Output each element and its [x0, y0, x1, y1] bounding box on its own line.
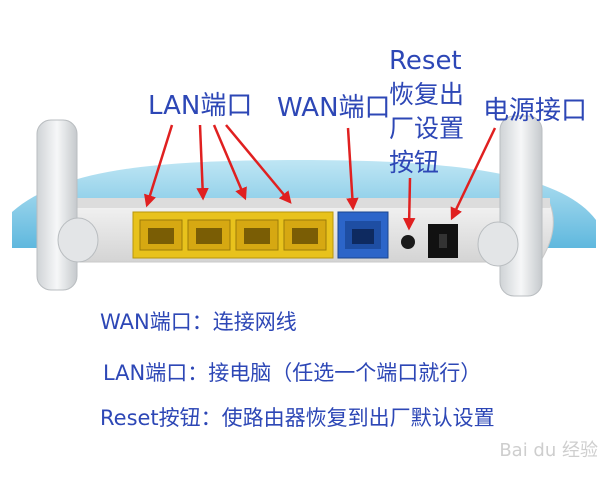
lan-port-2-icon [187, 219, 231, 251]
wan-port-icon [337, 211, 389, 259]
lan-port-1-icon [139, 219, 183, 251]
reset-description: Reset按钮：使路由器恢复到出厂默认设置 [100, 406, 495, 430]
reset-label-line-1: 恢复出 [389, 80, 465, 109]
arrow-to-power [450, 127, 497, 221]
reset-label-line-3: 按钮 [389, 148, 440, 177]
wan-port-label: WAN端口 [277, 93, 391, 123]
arrow-to-lan-2 [196, 124, 209, 201]
right-antenna-icon [477, 115, 543, 297]
arrow-to-wan [346, 127, 359, 211]
watermark-logo: Bai du 经验 [499, 440, 598, 461]
lan-description: LAN端口：接电脑（任选一个端口就行） [103, 361, 482, 385]
reset-button-icon [401, 235, 415, 249]
arrow-to-lan-1 [144, 124, 174, 208]
lan-port-4-icon [283, 219, 327, 251]
power-jack-icon [428, 224, 458, 258]
reset-title-label: Reset [389, 46, 462, 76]
lan-ports [132, 211, 334, 259]
wan-description: WAN端口：连接网线 [100, 310, 297, 334]
lan-port-3-icon [235, 219, 279, 251]
reset-label-line-2: 厂设置 [389, 114, 465, 143]
annotation-arrows [144, 124, 497, 231]
arrow-to-lan-3 [212, 124, 247, 201]
left-antenna-icon [36, 119, 99, 291]
arrow-to-reset [402, 177, 416, 231]
arrow-to-lan-4 [225, 124, 292, 204]
power-port-label: 电源接口 [483, 96, 588, 126]
lan-port-label: LAN端口 [148, 91, 253, 121]
